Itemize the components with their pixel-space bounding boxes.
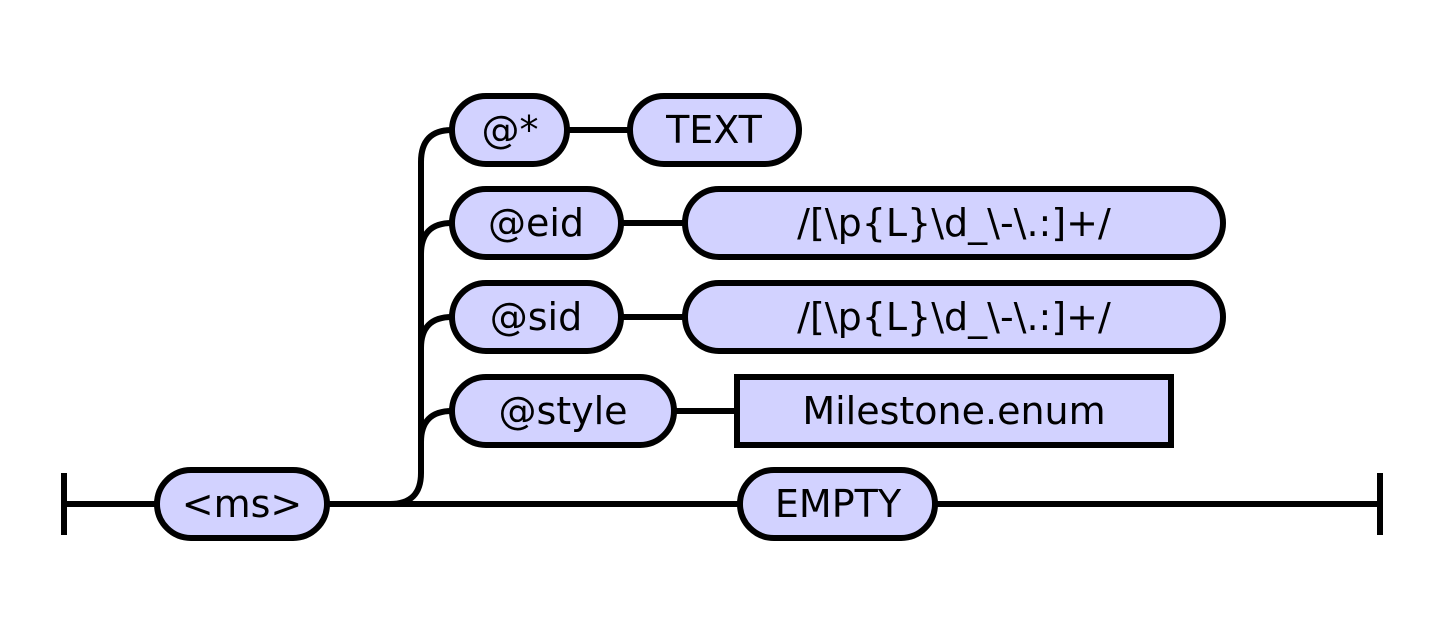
sid-pattern-label: /[\p{L}\d_\-\.:]+/	[797, 295, 1111, 339]
ms-label: <ms>	[182, 482, 303, 526]
style-ref-label: Milestone.enum	[802, 389, 1105, 433]
text-label: TEXT	[665, 108, 763, 152]
branch-eid	[418, 220, 453, 255]
attr-style-label: @style	[498, 389, 627, 433]
attr-eid-node: @eid	[449, 186, 624, 260]
branch-style	[418, 408, 453, 443]
eid-pattern-node: /[\p{L}\d_\-\.:]+/	[682, 186, 1226, 260]
attr-style-node: @style	[449, 374, 677, 448]
eid-pattern-label: /[\p{L}\d_\-\.:]+/	[797, 201, 1111, 245]
ms-node: <ms>	[154, 467, 330, 541]
empty-node: EMPTY	[737, 467, 938, 541]
sid-pattern-node: /[\p{L}\d_\-\.:]+/	[682, 280, 1226, 354]
empty-label: EMPTY	[775, 482, 902, 526]
branch-connector	[389, 127, 453, 507]
attr-sid-node: @sid	[449, 280, 624, 354]
attr-any-node: @*	[449, 93, 570, 167]
attr-any-label: @*	[482, 108, 539, 152]
text-node: TEXT	[627, 93, 802, 167]
branch-sid	[418, 314, 453, 349]
attr-sid-label: @sid	[490, 295, 582, 339]
style-ref-node: Milestone.enum	[734, 374, 1174, 448]
attr-eid-label: @eid	[488, 201, 584, 245]
